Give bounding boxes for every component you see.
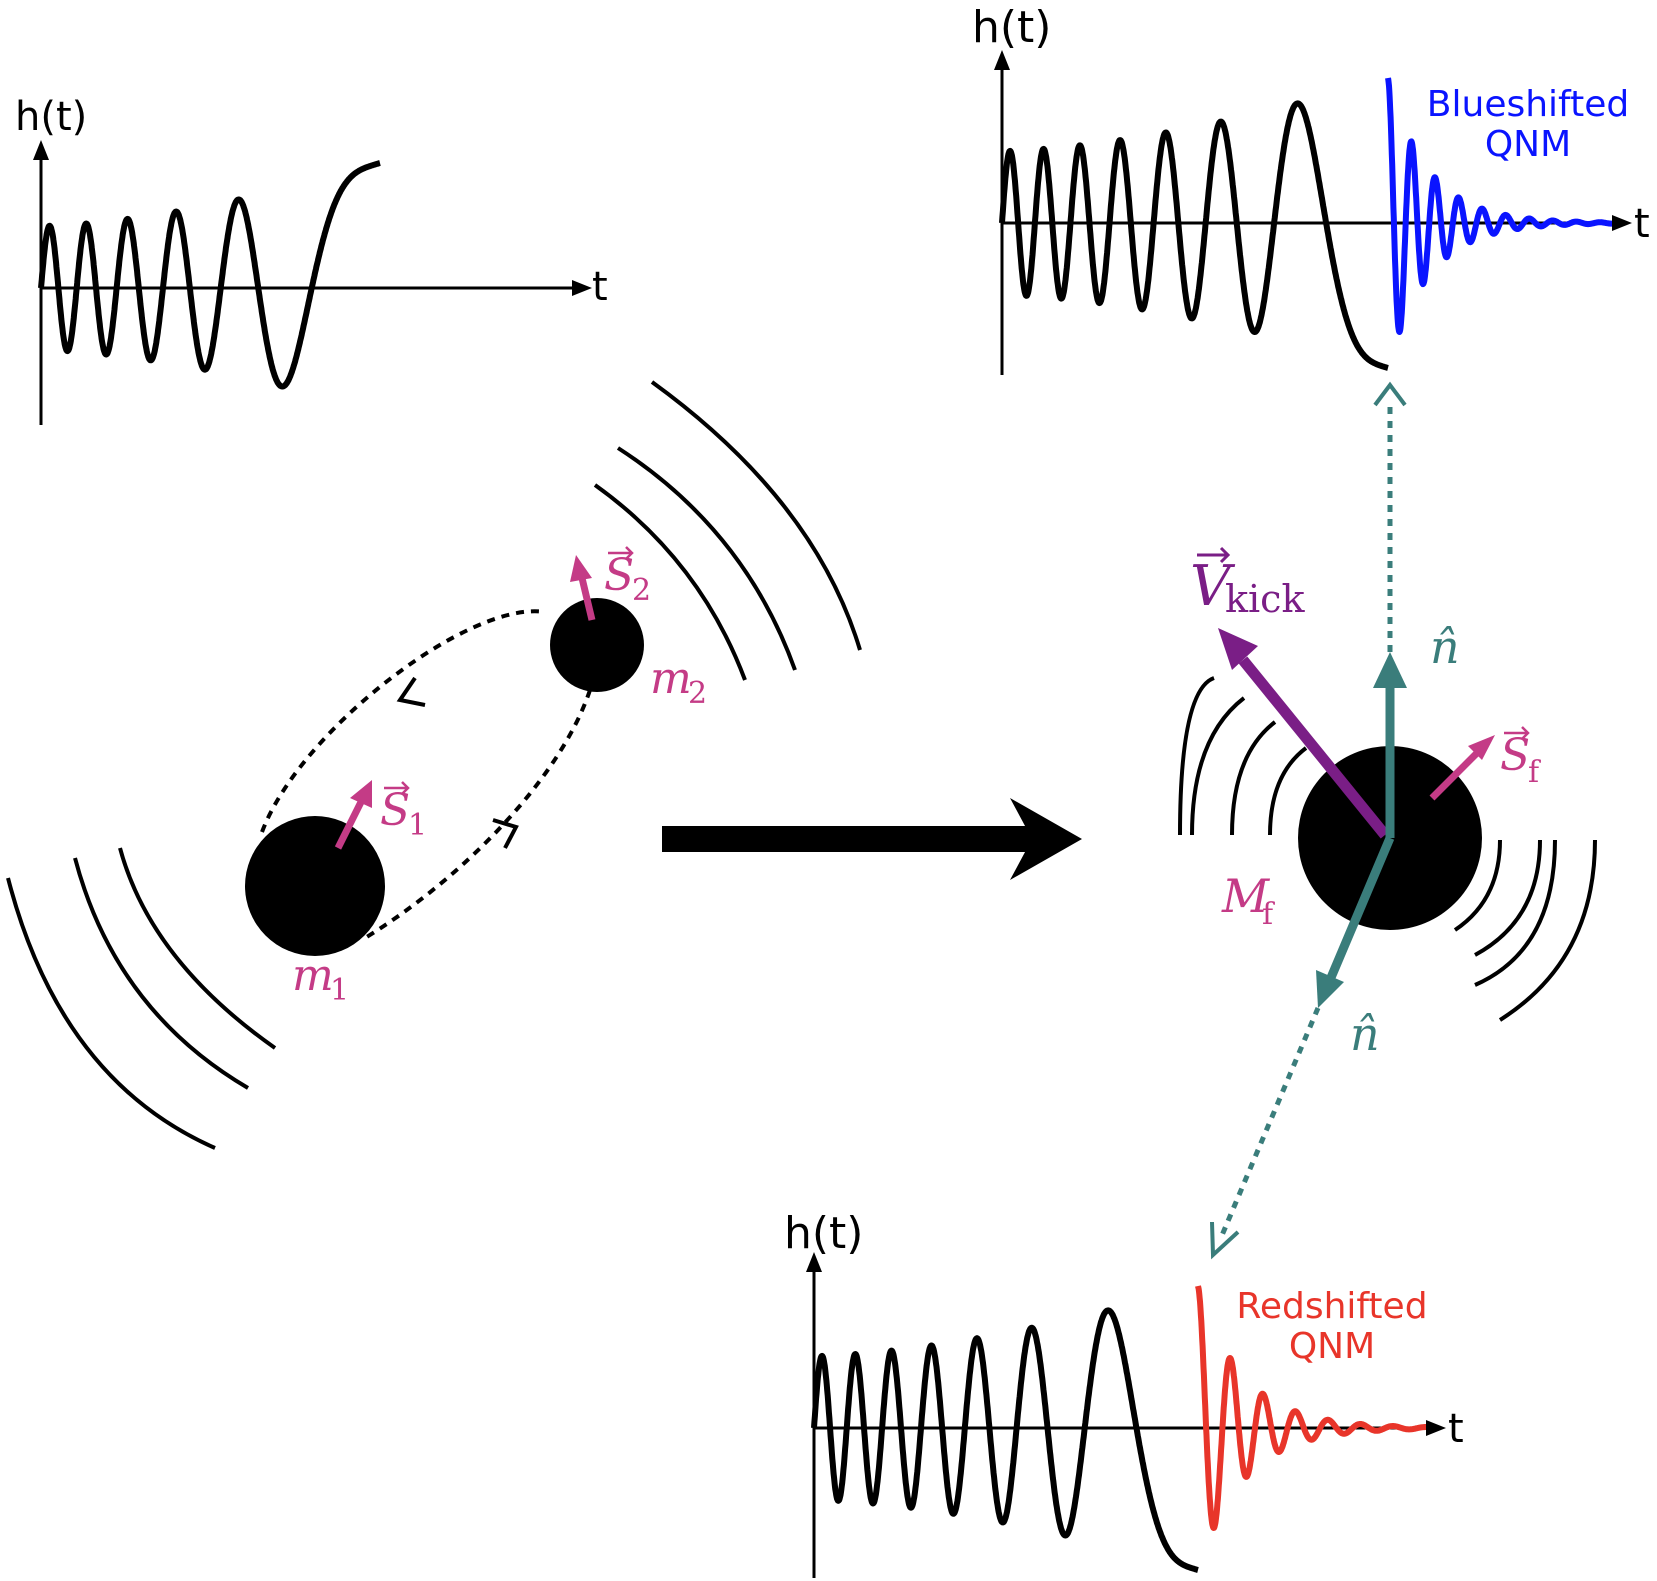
inspiral-waveform-panel: h(t) t (15, 94, 608, 425)
spin-1-arrowhead (350, 780, 372, 808)
n-hat-down-line-of-sight (1217, 1007, 1321, 1241)
mass-2-symbol: m (650, 653, 692, 704)
spin-1-symbol: S (380, 785, 410, 836)
spin-f-label: S f (1500, 726, 1541, 790)
spin-f-vector-mark (1504, 726, 1530, 740)
spin-2-arrow (578, 577, 596, 621)
spin-2-label: S 2 (604, 546, 651, 608)
blueshift-annotation-line2: QNM (1485, 124, 1571, 165)
blueshift-x-label: t (1634, 201, 1650, 247)
kick-arrowhead (1218, 628, 1258, 670)
blueshifted-qnm-curve (1385, 76, 1615, 335)
merger-arrow-shaft (662, 826, 1032, 852)
spin-f-arrow (1429, 749, 1481, 801)
spin-2-vector-mark (608, 546, 634, 560)
n-hat-up-label: n̂ (1430, 620, 1460, 674)
spin-f-subscript: f (1528, 755, 1541, 790)
remnant-mass-subscript: f (1262, 897, 1275, 932)
binary-wavefronts-upper (593, 380, 862, 681)
inspiral-x-arrowhead (572, 280, 592, 296)
remnant-system: V kick n̂ n̂ S f M f (1178, 381, 1597, 1260)
black-hole-2 (550, 598, 644, 692)
binary-wavefronts-lower (6, 847, 277, 1150)
spin-f-symbol: S (1500, 730, 1530, 781)
spin-2-subscript: 2 (632, 573, 651, 608)
merger-arrow-head (1010, 798, 1082, 880)
line-of-sight-up-arrowhead (1373, 381, 1407, 407)
mass-2-subscript: 2 (688, 676, 707, 711)
kick-label: V kick (1190, 546, 1305, 621)
remnant-mass-label: M f (1221, 869, 1275, 932)
spin-1-label: S 1 (380, 781, 427, 843)
redshift-x-arrowhead (1426, 1420, 1446, 1436)
kick-arrow (1238, 656, 1390, 839)
redshift-x-label: t (1448, 1406, 1464, 1452)
n-hat-down-arrow (1325, 836, 1395, 982)
inspiral-waveform-curve (38, 160, 383, 390)
mass-1-subscript: 1 (330, 973, 349, 1008)
spin-2-symbol: S (604, 550, 634, 601)
n-hat-down-label: n̂ (1350, 1007, 1380, 1061)
line-of-sight-down-arrowhead (1210, 1221, 1240, 1260)
blueshift-x-arrowhead (1612, 215, 1632, 231)
blueshift-waveform-panel: h(t) t Blueshifted QNM (972, 2, 1650, 375)
black-hole-1 (245, 816, 385, 956)
kick-vector-mark (1197, 546, 1231, 564)
merger-arrow (662, 798, 1082, 880)
blueshift-annotation-line1: Blueshifted (1427, 84, 1629, 125)
inspiral-x-label: t (592, 264, 608, 310)
spin-1-vector-mark (384, 781, 410, 795)
mass-2-label: m 2 (650, 653, 707, 711)
mass-1-symbol: m (292, 950, 334, 1001)
remnant-wavefronts-right (1453, 839, 1597, 1022)
orbit-arrowhead-lower (492, 818, 519, 849)
spin-f-arrowhead (1468, 735, 1495, 760)
redshift-y-arrowhead (806, 1252, 822, 1272)
blueshift-y-label: h(t) (972, 2, 1051, 53)
spin-1-arrow (334, 798, 366, 850)
kick-symbol: V (1190, 554, 1236, 619)
remnant-mass-symbol: M (1221, 869, 1271, 923)
inspiral-y-arrowhead (33, 140, 49, 160)
binary-orbit-path (260, 609, 592, 940)
spin-2-arrowhead (570, 555, 592, 582)
blueshift-inspiral-curve (999, 100, 1391, 371)
redshift-inspiral-curve (811, 1307, 1201, 1573)
redshift-annotation-line2: QNM (1289, 1326, 1375, 1367)
n-hat-up-arrowhead (1373, 652, 1407, 688)
n-hat-down-arrowhead (1316, 970, 1344, 1008)
remnant-wavefronts-left (1178, 676, 1308, 836)
kick-subscript: kick (1225, 577, 1305, 621)
binary-system: S 1 S 2 m 1 m 2 (6, 380, 862, 1150)
mass-1-label: m 1 (292, 950, 349, 1008)
redshift-annotation-line1: Redshifted (1236, 1286, 1427, 1327)
redshift-waveform-panel: h(t) t Redshifted QNM (784, 1208, 1464, 1578)
spin-1-subscript: 1 (408, 808, 427, 843)
redshift-y-label: h(t) (784, 1208, 863, 1259)
blueshift-y-arrowhead (994, 50, 1010, 70)
redshifted-qnm-curve (1195, 1284, 1429, 1531)
inspiral-y-label: h(t) (15, 94, 87, 140)
orbit-arrowhead-upper (396, 676, 426, 707)
